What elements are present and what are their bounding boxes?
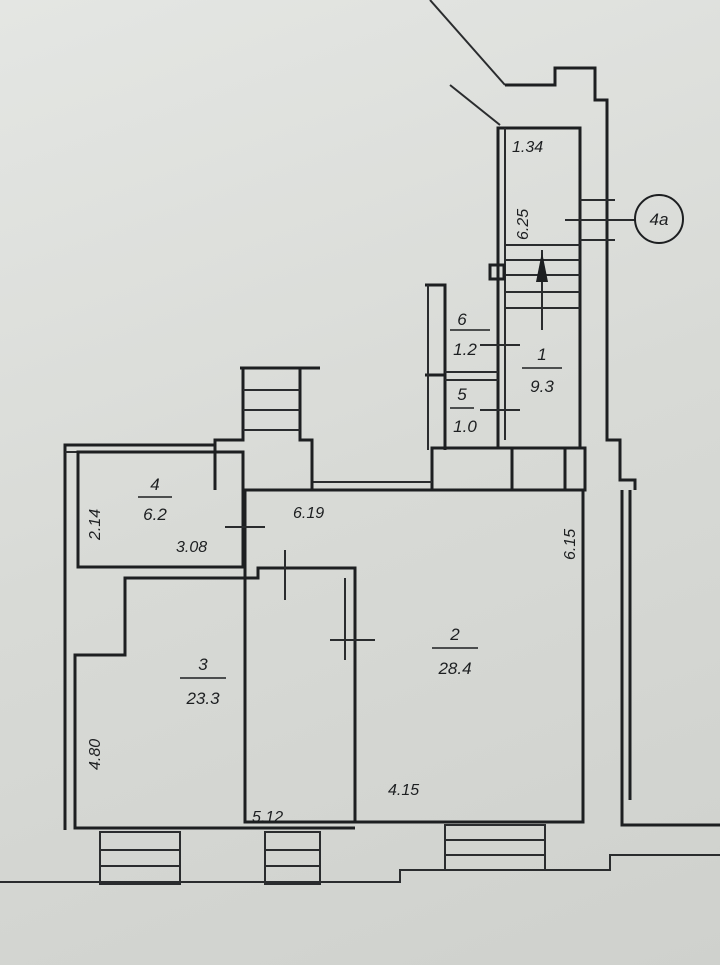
dim-room4-bottom: 3.08 <box>176 539 207 556</box>
room-labels: 1 9.3 2 28.4 3 23.3 4 6.2 5 1.0 6 1.2 <box>138 310 562 708</box>
dim-room4-left: 2.14 <box>87 509 104 541</box>
staircase <box>505 244 580 330</box>
room-area: 23.3 <box>185 689 220 708</box>
room-3-label: 3 23.3 <box>180 655 226 708</box>
room-5-label: 5 1.0 <box>450 385 477 436</box>
room-4-label: 4 6.2 <box>138 475 172 524</box>
dim-room2-right: 6.15 <box>562 529 579 560</box>
room-number: 6 <box>457 310 467 329</box>
up-arrow-icon <box>536 252 548 282</box>
room-area: 28.4 <box>437 659 471 678</box>
dim-room3-left: 4.80 <box>87 739 104 770</box>
room-2-label: 2 28.4 <box>432 625 478 678</box>
walls <box>0 0 720 885</box>
room-6-label: 6 1.2 <box>450 310 490 359</box>
dim-room2-top: 6.19 <box>293 505 324 522</box>
room-number: 4 <box>150 475 159 494</box>
room-number: 3 <box>198 655 208 674</box>
dim-stair-length: 6.25 <box>515 209 532 240</box>
room-area: 9.3 <box>530 377 554 396</box>
room-1-label: 1 9.3 <box>522 345 562 396</box>
room-number: 5 <box>457 385 467 404</box>
dim-room2-bottom: 4.15 <box>388 782 419 799</box>
marker-label: 4a <box>650 210 669 229</box>
dim-stair-width: 1.34 <box>512 139 543 156</box>
section-marker: 4a <box>634 194 684 244</box>
entrance-steps <box>99 824 546 885</box>
room-area: 6.2 <box>143 505 167 524</box>
room-area: 1.0 <box>453 417 477 436</box>
room-area: 1.2 <box>453 340 477 359</box>
room-number: 2 <box>449 625 460 644</box>
dimension-labels: 1.34 6.25 6.19 6.15 4.15 2.14 3.08 4.80 … <box>87 139 579 826</box>
dim-room3-bottom: 5.12 <box>252 809 283 826</box>
room-number: 1 <box>537 345 546 364</box>
